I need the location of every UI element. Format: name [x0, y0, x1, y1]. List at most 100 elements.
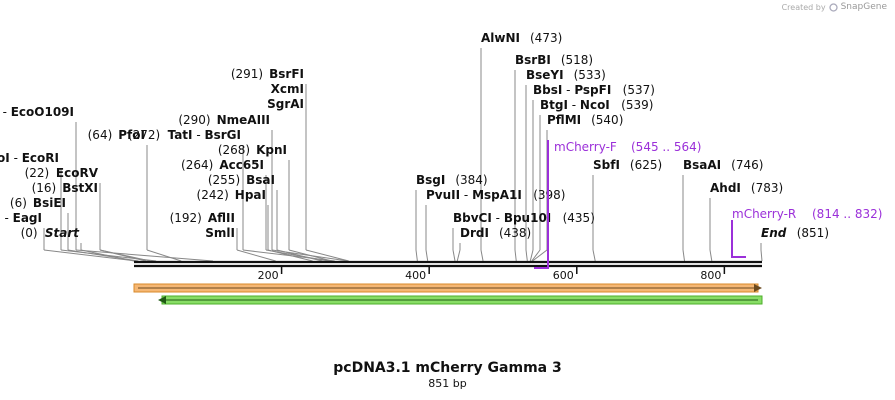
site-name-part: MspA1I — [472, 188, 522, 202]
site-leader-foot-tati — [242, 249, 335, 262]
site-position: (438) — [499, 226, 531, 240]
site-name-part: BbsI — [533, 83, 562, 97]
site-name-hpai[interactable]: HpaI — [235, 188, 266, 202]
site-name-btgi[interactable]: BtgI - NcoI — [540, 98, 610, 112]
site-leader-foot-nmeaiii — [271, 249, 349, 262]
site-leader-foot-bsgi — [415, 249, 418, 262]
site-leader-foot-ppumi — [75, 249, 214, 262]
site-name-part: BsaAI — [683, 158, 721, 172]
site-name-bbsi[interactable]: BbsI - PspFI — [533, 83, 611, 97]
site-position: (540) — [591, 113, 623, 127]
site-name-part: BsaI — [246, 173, 275, 187]
forward-arrowhead-icon — [754, 284, 762, 292]
site-name-apoi[interactable]: ApoI - EcoRI — [0, 151, 59, 165]
mcherry-r-primer-arrow — [731, 220, 746, 258]
site-leader-foot-pfoi — [146, 249, 182, 262]
site-leader-foot-drdi — [456, 249, 461, 262]
site-name-sgrai[interactable]: SgrAI — [267, 97, 304, 111]
site-position: (290) — [178, 113, 210, 127]
site-position: (539) — [621, 98, 653, 112]
site-name-pfoi[interactable]: PfoI — [118, 128, 145, 142]
site-name-bsrfi[interactable]: BsrFI — [269, 67, 304, 81]
site-name-kpni[interactable]: KpnI — [256, 143, 287, 157]
site-position: (264) — [181, 158, 213, 172]
site-name-sbfi[interactable]: SbfI — [593, 158, 620, 172]
primers: mCherry-F (545 .. 564) mCherry-R (814 ..… — [534, 140, 882, 269]
site-name-bbvci[interactable]: BbvCI - Bpu10I — [453, 211, 551, 225]
site-name-part: BsgI — [416, 173, 445, 187]
site-name-part: HpaI — [235, 188, 266, 202]
ruler-tick-label: 200 — [258, 269, 279, 282]
site-name-part: AhdI — [710, 181, 741, 195]
site-name-end[interactable]: End — [761, 226, 787, 240]
site-name-xcmi[interactable]: XcmI — [271, 82, 304, 96]
site-leader-foot-sbfi — [592, 249, 596, 262]
site-name-bsgi[interactable]: BsgI — [416, 173, 445, 187]
site-name-part: BtgI — [540, 98, 568, 112]
site-name-part: DrdI — [460, 226, 489, 240]
site-position: (192) — [170, 211, 202, 225]
site-position: (255) — [208, 173, 240, 187]
site-name-aflii[interactable]: AflII — [208, 211, 235, 225]
site-name-tati[interactable]: TatI - BsrGI — [168, 128, 241, 142]
site-position: (16) — [32, 181, 57, 195]
site-position: (398) — [533, 188, 565, 202]
site-name-part: AlwNI — [481, 31, 520, 45]
site-name-bsrbi[interactable]: BsrBI — [515, 53, 551, 67]
site-name-bseyi[interactable]: BseYI — [526, 68, 564, 82]
site-leader-foot-bbsi — [529, 249, 534, 262]
site-name-bsaai[interactable]: BsaAI — [683, 158, 721, 172]
site-name-alwni[interactable]: AlwNI — [481, 31, 520, 45]
site-name-part: BseYI — [526, 68, 564, 82]
mcherry-f-label[interactable]: mCherry-F — [554, 140, 617, 154]
snapgene-credit: Created by SnapGene — [782, 2, 887, 12]
credit-prefix: Created by — [781, 2, 826, 12]
site-position: (272) — [128, 128, 160, 142]
site-position: (64) — [88, 128, 113, 142]
site-position: (242) — [197, 188, 229, 202]
mcherry-f-primer-arrow — [534, 140, 549, 269]
site-name-ppumi[interactable]: PpuMI - EcoO109I — [0, 105, 74, 119]
site-name-part: TatI — [168, 128, 193, 142]
site-name-pvuii[interactable]: PvuII - MspA1I — [426, 188, 522, 202]
credit-brand: SnapGene — [840, 2, 887, 12]
site-name-smli[interactable]: SmlI — [205, 226, 235, 240]
site-position: (537) — [623, 83, 655, 97]
site-name-pflmi[interactable]: PflMI — [547, 113, 581, 127]
ruler-tick-label: 600 — [553, 269, 574, 282]
site-position: (851) — [797, 226, 829, 240]
site-name-part: BsiEI — [33, 196, 66, 210]
site-name-part: BsrBI — [515, 53, 551, 67]
site-name-part: EcoRV — [56, 166, 99, 180]
site-position: (435) — [563, 211, 595, 225]
site-name-part: PvuII — [426, 188, 460, 202]
site-labels: Start(0)NotI - EagI(3)BsiEI(6)BstXI(16)E… — [0, 31, 829, 240]
site-leader-foot-aflii — [236, 249, 276, 262]
site-name-bsiei[interactable]: BsiEI — [33, 196, 66, 210]
site-leader-foot-btgi — [531, 249, 541, 262]
site-name-start[interactable]: Start — [45, 226, 80, 240]
site-name-drdi[interactable]: DrdI — [460, 226, 489, 240]
site-position: (0) — [21, 226, 38, 240]
site-leader-foot-bsrfi — [305, 249, 349, 262]
site-leader-foot-ahdi — [709, 249, 713, 262]
site-name-part: BbvCI — [453, 211, 492, 225]
mcherry-r-label[interactable]: mCherry-R — [732, 207, 796, 221]
site-name-part: PfoI — [118, 128, 145, 142]
site-position: (783) — [751, 181, 783, 195]
site-name-ecorv[interactable]: EcoRV — [56, 166, 99, 180]
site-name-acc65i[interactable]: Acc65I — [219, 158, 264, 172]
site-name-part: BstXI — [62, 181, 98, 195]
site-name-bsai[interactable]: BsaI — [246, 173, 275, 187]
site-name-noti[interactable]: NotI - EagI — [0, 211, 42, 225]
site-name-part: PflMI — [547, 113, 581, 127]
site-name-part: BsrGI — [204, 128, 241, 142]
site-name-part: ApoI — [0, 151, 10, 165]
site-position: (746) — [731, 158, 763, 172]
site-position: (473) — [530, 31, 562, 45]
site-name-ahdi[interactable]: AhdI — [710, 181, 741, 195]
site-leader-foot-pvuii — [425, 249, 429, 262]
site-name-nmeaiii[interactable]: NmeAIII — [217, 113, 270, 127]
site-name-bstxi[interactable]: BstXI — [62, 181, 98, 195]
